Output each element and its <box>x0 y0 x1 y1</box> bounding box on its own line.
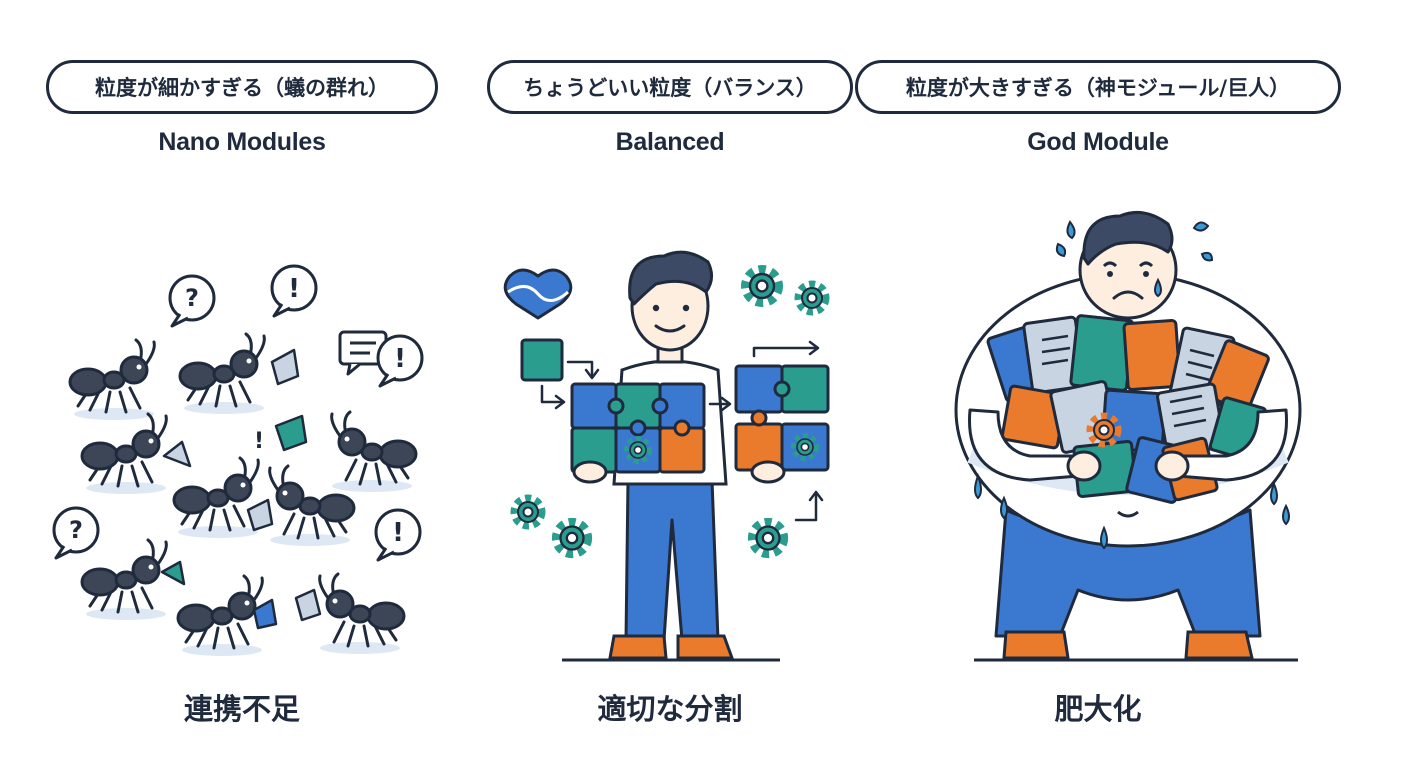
document-lines <box>1041 334 1215 428</box>
right-hand <box>750 460 786 484</box>
subtitle-nano-modules: Nano Modules <box>158 128 326 156</box>
gear-icon <box>627 439 649 461</box>
person-trousers <box>624 478 720 642</box>
caption-proper-split: 適切な分割 <box>597 692 743 726</box>
subtitle-balanced: Balanced <box>615 128 725 156</box>
panel-god-module: 粒度が大きすぎる（神モジュール/巨人） God Module <box>855 0 1341 768</box>
ant-icon <box>268 464 356 548</box>
module-fragment <box>160 560 186 586</box>
gear-icon <box>752 522 784 554</box>
puzzle-block-left <box>570 382 706 474</box>
gear-icon <box>798 284 826 312</box>
right-shoe <box>676 634 735 660</box>
exclaim-bubble-icon: ! <box>374 508 422 562</box>
exclaim-mark: ! <box>254 429 264 454</box>
arrow-icon <box>794 492 818 522</box>
ant-icon <box>176 574 264 658</box>
panel-balanced: ちょうどいい粒度（バランス） Balanced <box>450 0 890 768</box>
ant-icon <box>80 538 168 622</box>
module-fragment <box>246 498 274 532</box>
ant-icon <box>178 332 266 416</box>
question-bubble-icon: ? <box>168 274 216 328</box>
label-pill-too-coarse: 粒度が大きすぎる（神モジュール/巨人） <box>855 60 1341 114</box>
caption-poor-coordination: 連携不足 <box>183 692 300 726</box>
exclaim-mark: ! <box>288 274 300 304</box>
arrow-icon <box>566 360 594 378</box>
ant-icon <box>330 410 418 494</box>
giant-hair <box>1082 210 1174 266</box>
left-shoe <box>1002 630 1070 660</box>
left-hand <box>572 460 608 484</box>
sweat-drops <box>974 220 1290 550</box>
module-fragment <box>270 348 300 386</box>
subtitle-god-module: God Module <box>1027 128 1169 156</box>
person-hair <box>628 250 713 306</box>
question-mark: ? <box>69 516 83 544</box>
exclaim-mark: ! <box>392 518 404 548</box>
label-pill-too-fine: 粒度が細かすぎる（蟻の群れ） <box>46 60 438 114</box>
left-shoe <box>608 634 668 660</box>
panel-nano-modules: 粒度が細かすぎる（蟻の群れ） Nano Modules <box>22 0 462 768</box>
module-fragment <box>162 440 192 468</box>
question-bubble-icon: ? <box>52 506 100 560</box>
gear-icon <box>514 498 542 526</box>
puzzle-block-right <box>734 364 830 472</box>
question-mark: ? <box>185 284 199 312</box>
ant-icon <box>172 456 260 540</box>
module-fragment <box>294 588 322 622</box>
heart-icon <box>503 268 573 320</box>
left-hand <box>1066 450 1102 482</box>
gear-icon <box>556 522 588 554</box>
exclaim-bubble-icon: ! <box>376 334 424 388</box>
label-pill-just-right: ちょうどいい粒度（バランス） <box>487 60 853 114</box>
exclaim-mark: ! <box>394 344 406 374</box>
gear-icon <box>794 436 816 458</box>
god-module-giant-illustration <box>954 210 1302 662</box>
arrow-icon <box>540 384 564 404</box>
gear-icon <box>745 269 779 303</box>
ant-icon <box>68 338 156 422</box>
arrow-icon <box>752 346 818 358</box>
ant-swarm-illustration: ? ! ! ? ! <box>52 264 424 658</box>
right-hand <box>1154 450 1190 482</box>
caption-bloat: 肥大化 <box>1054 692 1142 726</box>
gear-icon <box>1086 412 1122 448</box>
ant-icon <box>80 412 168 496</box>
module-fragment <box>252 598 278 630</box>
sweat-drop-icon <box>1154 277 1162 298</box>
ant-icon <box>318 572 406 656</box>
module-fragment <box>274 414 308 452</box>
right-shoe <box>1184 630 1254 660</box>
balanced-person-illustration <box>503 250 830 662</box>
exclaim-bubble-icon: ! <box>270 264 318 318</box>
module-block <box>520 338 564 382</box>
